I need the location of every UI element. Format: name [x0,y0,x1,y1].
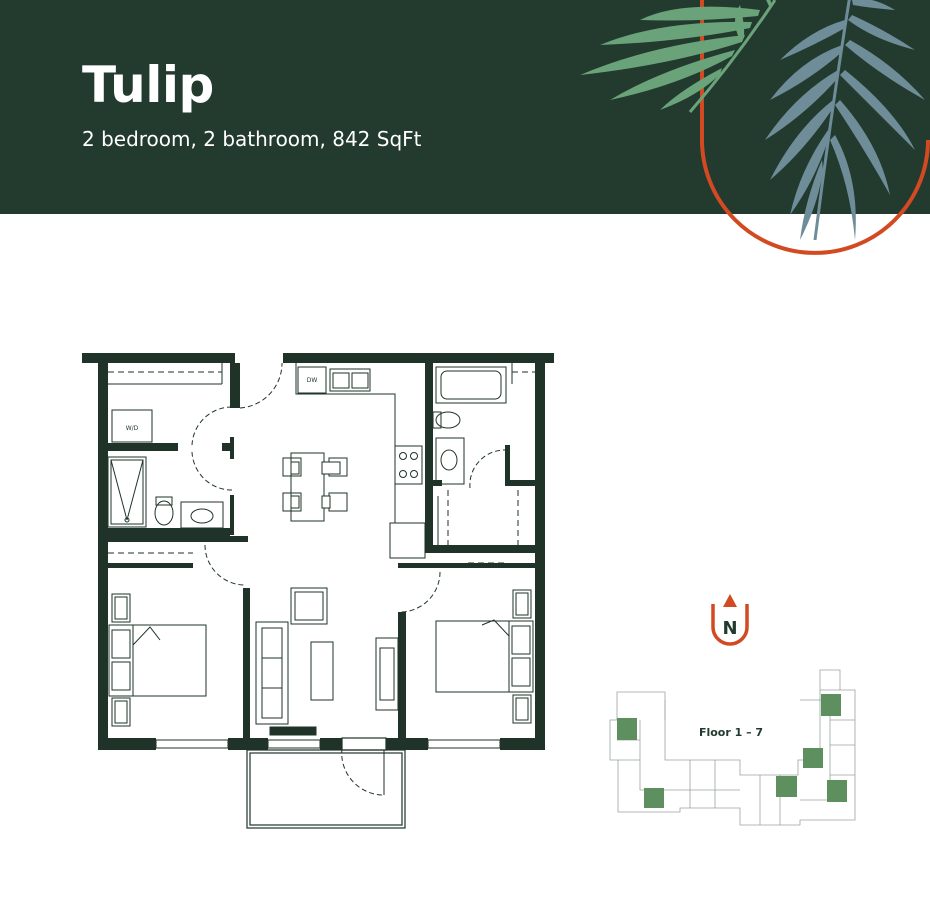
washer-dryer-label: W/D [126,425,139,432]
living-furniture [255,587,399,736]
left-bath-fixtures: W/D [107,409,224,529]
key-plan: N Floor 1 – 7 [609,594,856,826]
dining-table [282,452,348,522]
green-leaf [580,0,777,113]
unit-summary: 2 bedroom, 2 bathroom, 842 SqFt [82,127,422,151]
right-bedroom-bed [435,589,534,724]
compass-label: N [722,618,737,639]
highlighted-units [617,694,847,808]
blue-leaf [765,0,925,241]
building-outline [609,669,856,826]
dishwasher-label: DW [307,377,318,384]
palm-leaf-icon [580,0,930,255]
kitchen-fixtures: DW [295,363,426,559]
windows [155,739,501,749]
closets [108,363,535,564]
right-bath-fixtures [432,366,507,485]
header-banner: Tulip 2 bedroom, 2 bathroom, 842 SqFt [0,0,930,214]
walls [82,353,554,750]
left-bedroom-bed [108,593,207,727]
doors [191,362,506,796]
unit-name: Tulip [82,56,214,114]
compass-north-icon: N [711,594,749,646]
floors-label: Floor 1 – 7 [699,726,763,739]
balcony [246,737,406,829]
